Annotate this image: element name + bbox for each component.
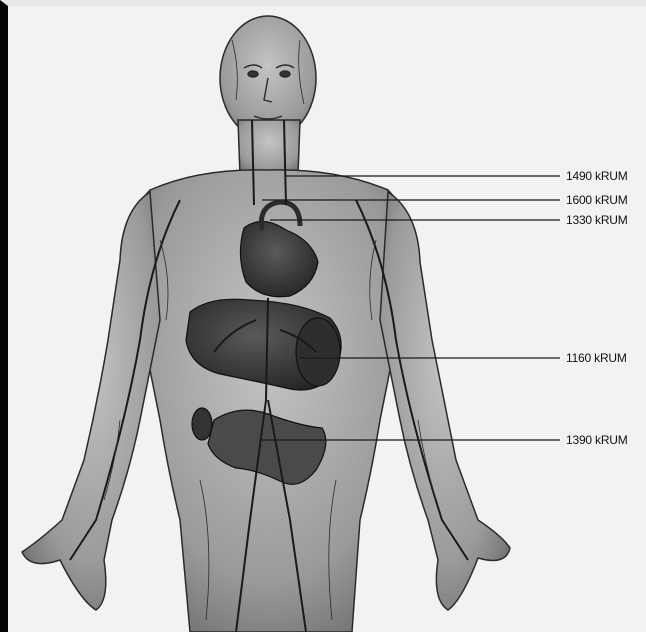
- label-1600-krum: 1600 kRUM: [566, 193, 628, 207]
- label-1160-krum: 1160 kRUM: [566, 351, 627, 365]
- right-arm-shape: [380, 192, 510, 610]
- colon-left: [192, 408, 212, 440]
- left-arm-shape: [22, 192, 160, 610]
- kidney-shape: [296, 318, 340, 386]
- label-1390-krum: 1390 kRUM: [566, 433, 628, 447]
- label-1330-krum: 1330 kRUM: [566, 213, 628, 227]
- neck-shape: [238, 120, 300, 175]
- label-1490-krum: 1490 kRUM: [566, 169, 628, 183]
